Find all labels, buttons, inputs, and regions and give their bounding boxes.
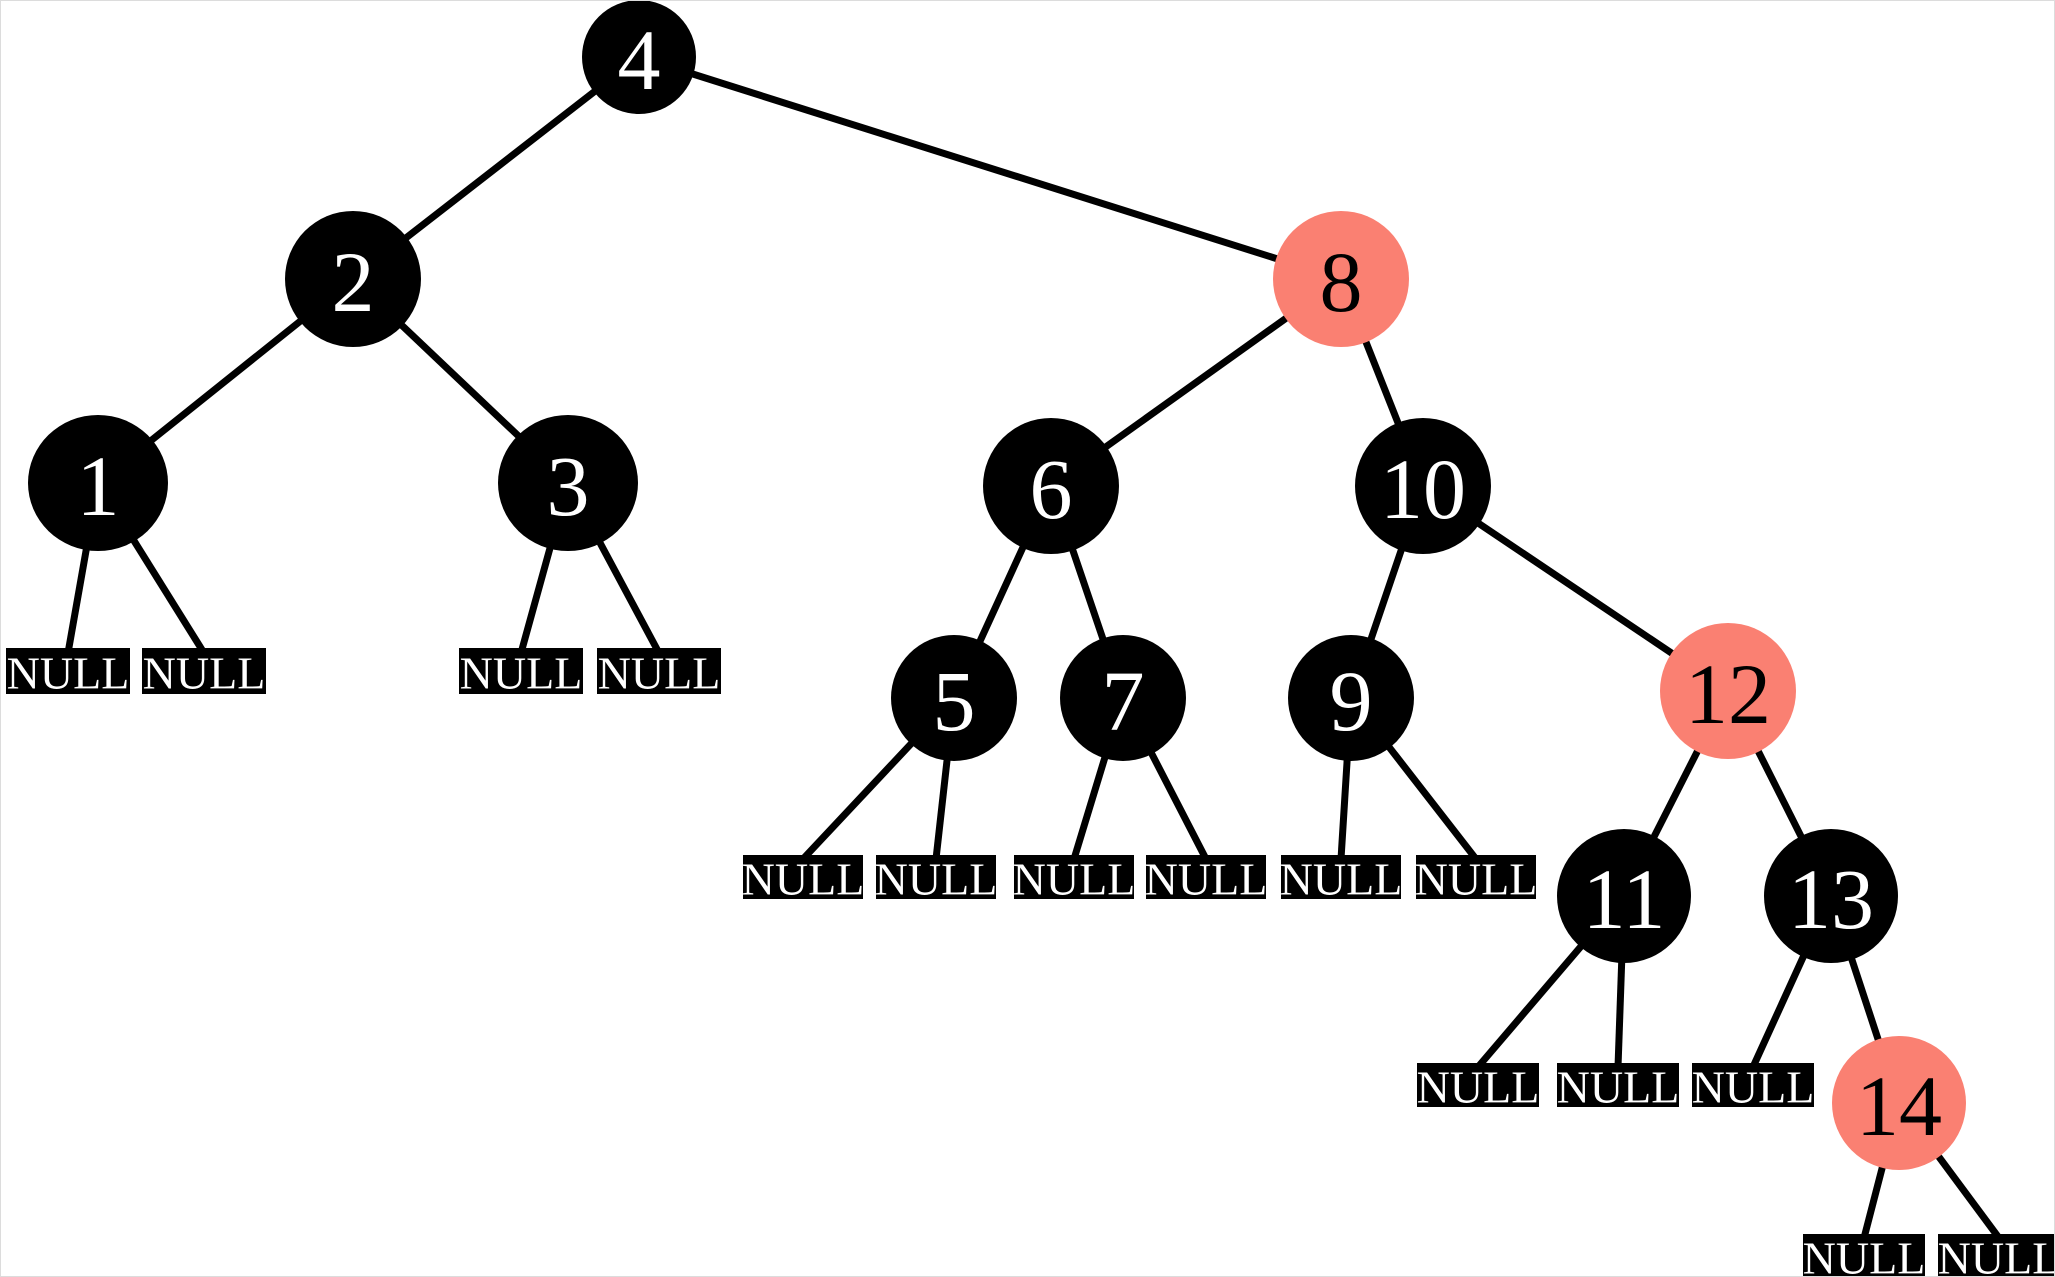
red-node-circle[interactable] [1273, 211, 1409, 347]
null-leaf: NULL [1415, 854, 1538, 905]
tree-node-8[interactable]: 8 [1273, 211, 1409, 347]
null-leaf-box [1416, 855, 1536, 899]
black-node-circle[interactable] [1764, 829, 1898, 963]
null-leaf-box [876, 855, 996, 899]
tree-node-label: 1 [77, 438, 120, 534]
black-node-circle[interactable] [498, 415, 638, 551]
null-leaf-label: NULL [598, 648, 721, 699]
null-leaf-label: NULL [1417, 1062, 1540, 1113]
null-leaf-label: NULL [1280, 854, 1403, 905]
null-leaf: NULL [875, 854, 998, 905]
tree-node-10[interactable]: 10 [1355, 418, 1491, 554]
tree-node-5[interactable]: 5 [891, 635, 1017, 761]
tree-node-label: 14 [1856, 1058, 1942, 1154]
null-leaf-label: NULL [1013, 854, 1136, 905]
black-node-circle[interactable] [285, 211, 421, 347]
null-leaf-box [1803, 1234, 1925, 1276]
null-leaf-box [1014, 855, 1134, 899]
null-leaf: NULL [1803, 1233, 1926, 1277]
null-leaf-box [6, 648, 130, 694]
red-node-circle[interactable] [1660, 623, 1796, 759]
tree-node-14[interactable]: 14 [1832, 1036, 1966, 1170]
tree-node-2[interactable]: 2 [285, 211, 421, 347]
tree-edge [637, 53, 1343, 283]
tree-node-label: 9 [1330, 653, 1373, 749]
null-leaf: NULL [742, 854, 865, 905]
null-leaf: NULL [1417, 1062, 1540, 1113]
tree-node-4[interactable]: 4 [582, 1, 696, 114]
tree-node-11[interactable]: 11 [1557, 829, 1691, 963]
null-leaf-label: NULL [1145, 854, 1268, 905]
null-leaf-label: NULL [143, 648, 266, 699]
null-leaf-box [1281, 855, 1401, 899]
tree-node-label: 13 [1788, 851, 1874, 947]
tree-node-label: 12 [1685, 646, 1771, 742]
null-leaf: NULL [459, 648, 583, 699]
null-leaf-box [142, 648, 266, 694]
tree-node-label: 4 [618, 12, 661, 108]
null-leaf-box [1557, 1063, 1679, 1107]
black-node-circle[interactable] [1288, 635, 1414, 761]
null-leaf: NULL [142, 648, 266, 699]
black-node-circle[interactable] [1060, 635, 1186, 761]
null-leaf-box [1938, 1234, 2054, 1276]
black-node-circle[interactable] [891, 635, 1017, 761]
null-leaf-label: NULL [460, 648, 583, 699]
null-leaf-label: NULL [1692, 1062, 1815, 1113]
null-leaf-label: NULL [1557, 1062, 1680, 1113]
tree-node-13[interactable]: 13 [1764, 829, 1898, 963]
tree-node-label: 5 [933, 653, 976, 749]
null-leaf-box [743, 855, 863, 899]
null-leaf-label: NULL [1803, 1233, 1926, 1277]
tree-node-6[interactable]: 6 [983, 418, 1119, 554]
null-leaf-box [1417, 1063, 1539, 1107]
null-leaf: NULL [1557, 1062, 1680, 1113]
red-node-circle[interactable] [1832, 1036, 1966, 1170]
tree-node-label: 10 [1380, 441, 1466, 537]
tree-node-label: 2 [332, 234, 375, 330]
tree-node-12[interactable]: 12 [1660, 623, 1796, 759]
null-leaf: NULL [1692, 1062, 1815, 1113]
tree-node-3[interactable]: 3 [498, 415, 638, 551]
null-leaf: NULL [1145, 854, 1268, 905]
null-leaf: NULL [597, 648, 721, 699]
black-node-circle[interactable] [1355, 418, 1491, 554]
null-leaf-box [459, 648, 583, 694]
null-leaf-label: NULL [1938, 1233, 2055, 1277]
black-node-circle[interactable] [582, 1, 696, 114]
tree-node-1[interactable]: 1 [28, 415, 168, 551]
null-leaf: NULL [1938, 1233, 2055, 1277]
tree-node-label: 8 [1320, 234, 1363, 330]
tree-node-label: 6 [1030, 441, 1073, 537]
null-leaf-label: NULL [742, 854, 865, 905]
tree-node-label: 11 [1583, 851, 1666, 947]
black-node-circle[interactable] [28, 415, 168, 551]
null-leaf-label: NULL [1415, 854, 1538, 905]
tree-node-label: 3 [547, 438, 590, 534]
tree-node-9[interactable]: 9 [1288, 635, 1414, 761]
black-node-circle[interactable] [983, 418, 1119, 554]
tree-node-7[interactable]: 7 [1060, 635, 1186, 761]
null-leaf-label: NULL [7, 648, 130, 699]
null-leaf-box [1692, 1063, 1814, 1107]
null-leaf: NULL [1013, 854, 1136, 905]
null-leaf: NULL [6, 648, 130, 699]
null-leaf: NULL [1280, 854, 1403, 905]
black-node-circle[interactable] [1557, 829, 1691, 963]
null-leaf-box [1146, 855, 1266, 899]
tree-node-label: 7 [1102, 653, 1145, 749]
null-leaf-box [597, 648, 721, 694]
null-leaf-label: NULL [875, 854, 998, 905]
